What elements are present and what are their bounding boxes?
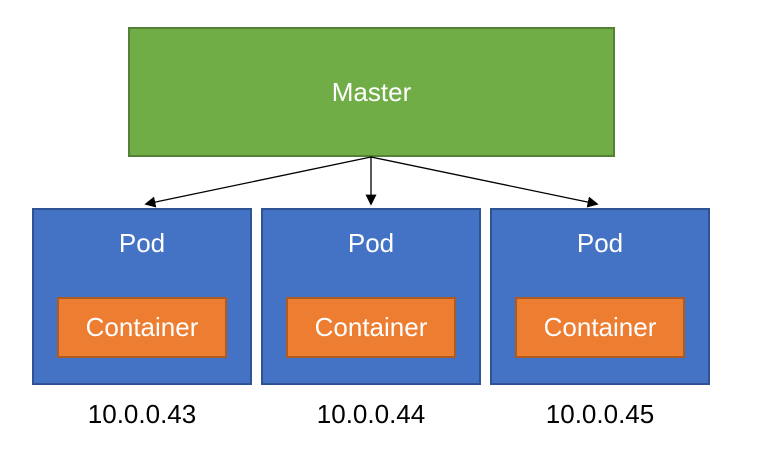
pod-ip-label-1: 10.0.0.43 (87, 399, 197, 429)
pod-node-2: Pod Container (261, 208, 481, 385)
container-node-label: Container (543, 312, 657, 342)
pod-ip-label-2: 10.0.0.44 (316, 399, 426, 429)
pod-ip-label-3: 10.0.0.45 (545, 399, 655, 429)
pod-node-label: Pod (347, 228, 395, 258)
pod-node-3: Pod Container (490, 208, 710, 385)
arrow-master-to-pod-3 (370, 156, 599, 208)
container-node-label: Container (85, 312, 199, 342)
pod-node-1: Pod Container (32, 208, 252, 385)
arrow-master-to-pod-1 (144, 156, 372, 208)
master-node-label: Master (331, 76, 412, 107)
container-node-3: Container (515, 297, 685, 358)
pod-node-label: Pod (576, 228, 624, 258)
container-node-label: Container (314, 312, 428, 342)
master-node: Master (128, 27, 615, 157)
container-node-2: Container (286, 297, 456, 358)
container-node-1: Container (57, 297, 227, 358)
pod-node-label: Pod (118, 228, 166, 258)
